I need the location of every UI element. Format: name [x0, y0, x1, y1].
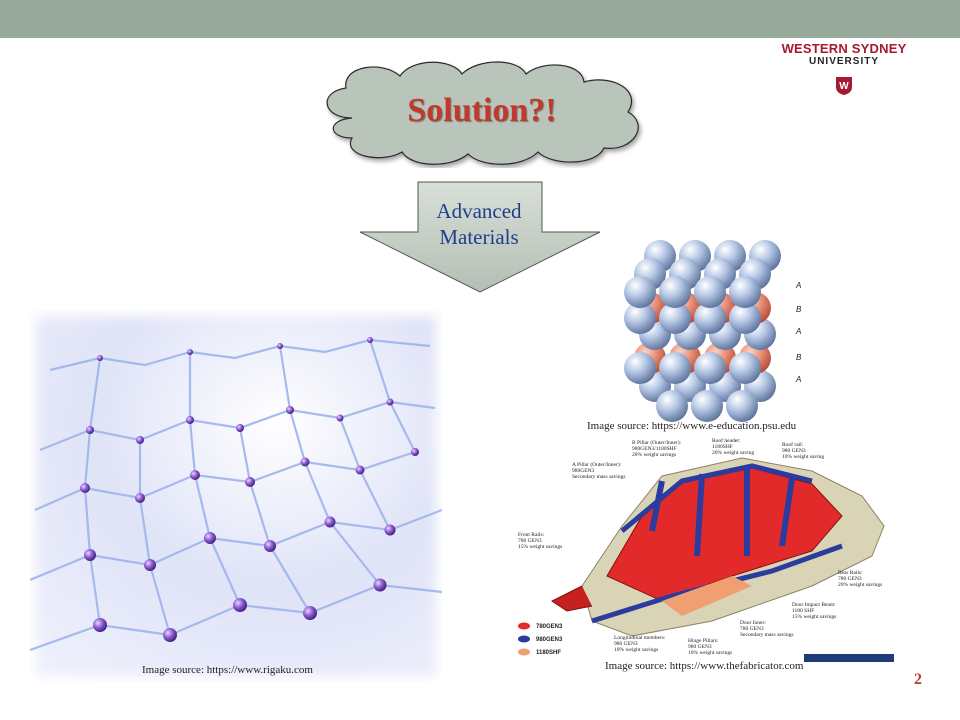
university-logo: WESTERN SYDNEY UNIVERSITY W	[776, 42, 912, 98]
label-longitudinal-2: 980 GEN3	[614, 641, 638, 647]
label-hinge-3: 10% weight savings	[688, 650, 732, 656]
down-arrow-shape	[359, 181, 601, 293]
label-longitudinal-3: 10% weight savings	[614, 647, 658, 653]
label-a-pillar-3: Secondary mass savings	[572, 474, 625, 480]
layer-label-2: B	[796, 305, 802, 314]
label-roof-rail-2: 980 GEN3	[782, 448, 806, 454]
label-door-impact-3: 15% weight savings	[792, 614, 836, 620]
caption-rigaku: Image source: https://www.rigaku.com	[142, 664, 313, 676]
label-roof-header-1: Roof header:	[712, 437, 741, 444]
svg-text:A Pillar (Outer/Inner):980GEN3: A Pillar (Outer/Inner):980GEN3Secondary …	[572, 461, 625, 480]
label-roof-rail-1: Roof rail:	[782, 441, 804, 448]
label-b-pillar-1: B Pillar (Outer/Inner):	[632, 439, 682, 446]
logo-line2: UNIVERSITY	[808, 56, 879, 67]
label-front-rails-2: 780 GEN3	[518, 538, 542, 544]
page-number: 2	[914, 671, 922, 688]
legend-1180shf: 1180SHF	[536, 650, 561, 656]
cloud-title: Solution?!	[407, 92, 557, 129]
label-rear-rails-1: Rear Rails:	[838, 570, 863, 576]
svg-text:B Pillar (Outer/Inner):980GEN3: B Pillar (Outer/Inner):980GEN3/1180SHF20…	[632, 439, 682, 458]
label-door-inner-2: 780 GEN3	[740, 626, 764, 632]
caption-psu: Image source: https://www.e-education.ps…	[587, 420, 797, 432]
arrow-label-line1: Advanced	[436, 199, 522, 223]
layer-label-5: A	[795, 375, 801, 384]
layer-label-1: A	[795, 281, 801, 290]
label-longitudinal-1: Longitudinal members:	[614, 635, 666, 641]
label-door-inner-1: Door Inner:	[740, 620, 766, 626]
label-rear-rails-2: 780 GEN3	[838, 576, 862, 582]
label-roof-header-2: 1180SHF	[712, 444, 733, 450]
car-legend: 780GEN3 980GEN3 1180SHF	[518, 622, 563, 656]
legend-780gen3: 780GEN3	[536, 624, 563, 630]
label-a-pillar-1: A Pillar (Outer/Inner):	[572, 461, 622, 468]
label-front-rails-1: Front Rails:	[518, 532, 545, 538]
label-b-pillar-3: 20% weight savings	[632, 452, 676, 458]
label-door-inner-3: Secondary mass savings	[740, 632, 793, 638]
header-bar	[0, 0, 960, 38]
label-hinge-1: Hinge Pillars:	[688, 638, 719, 644]
label-rear-rails-3: 20% weight savings	[838, 582, 882, 588]
cloud-shape	[326, 61, 639, 165]
arrow-label: Advanced Materials	[414, 198, 544, 250]
sphere-packing-image: A B A B A	[624, 240, 802, 422]
label-front-rails-3: 15% weight savings	[518, 544, 562, 550]
banner-strip	[804, 654, 894, 662]
shield-letter: W	[839, 81, 849, 92]
logo-line1: WESTERN SYDNEY	[781, 41, 907, 56]
legend-980gen3: 980GEN3	[536, 637, 563, 643]
layer-label-4: B	[796, 353, 802, 362]
shield-icon: W	[836, 77, 852, 95]
layer-label-3: A	[795, 327, 801, 336]
label-hinge-2: 980 GEN3	[688, 644, 712, 650]
label-a-pillar-2: 980GEN3	[572, 468, 595, 474]
graphene-image	[30, 316, 442, 676]
label-door-impact-1: Door Impact Beam:	[792, 602, 836, 608]
label-b-pillar-2: 980GEN3/1180SHF	[632, 446, 677, 452]
label-roof-rail-3: 10% weight saving	[782, 454, 824, 460]
caption-fabricator: Image source: https://www.thefabricator.…	[605, 660, 804, 672]
label-roof-header-3: 20% weight saving	[712, 450, 754, 456]
arrow-label-line2: Materials	[439, 225, 519, 249]
label-door-impact-2: 1180 SHF	[792, 608, 814, 614]
